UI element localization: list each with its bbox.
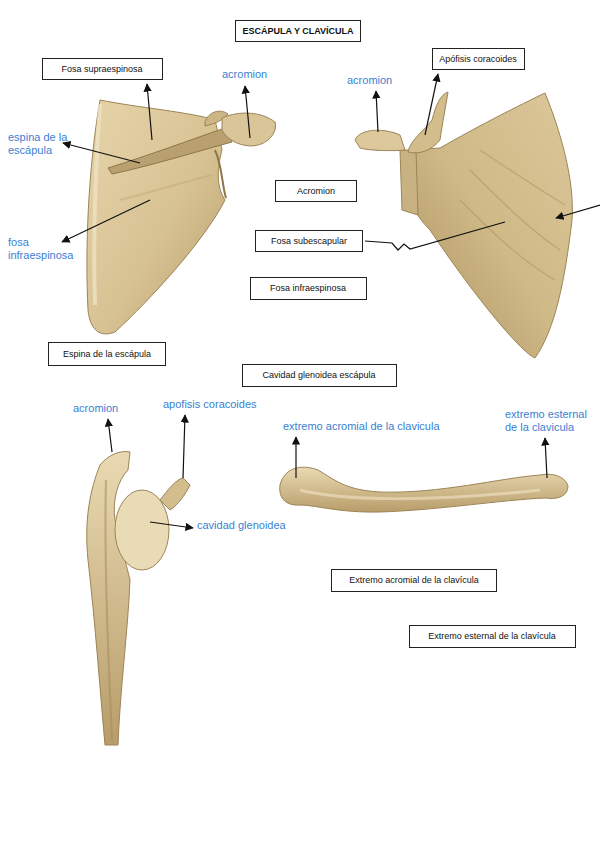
box-label: Cavidad glenoidea escápula bbox=[262, 370, 375, 380]
box-label: Fosa infraespinosa bbox=[270, 283, 346, 293]
label-box: Fosa subescapular bbox=[255, 230, 363, 252]
part-label: apofisis coracoides bbox=[163, 398, 257, 411]
box-label: Espina de la escápula bbox=[63, 349, 151, 359]
title-box: ESCÁPULA Y CLAVÍCULA bbox=[235, 20, 360, 42]
box-label: Extremo esternal de la clavícula bbox=[428, 631, 556, 641]
part-label: acromion bbox=[73, 402, 118, 415]
label-box: Fosa supraespinosa bbox=[42, 58, 163, 80]
scapula-anterior bbox=[355, 92, 572, 358]
part-label: espina de la escápula bbox=[8, 131, 68, 157]
part-label: extremo acromial de la clavicula bbox=[283, 420, 440, 433]
part-label: extremo esternal de la clavicula bbox=[505, 408, 593, 434]
part-label: acromion bbox=[347, 74, 392, 87]
box-label: Extremo acromial de la clavícula bbox=[349, 575, 479, 585]
part-label: acromion bbox=[222, 68, 267, 81]
part-label: fosa infraespinosa bbox=[8, 236, 83, 262]
box-label: Fosa subescapular bbox=[271, 236, 347, 246]
box-label: Apófisis coracoides bbox=[439, 54, 517, 64]
clavicle bbox=[280, 467, 568, 512]
label-box: Espina de la escápula bbox=[48, 342, 166, 366]
leader-lines bbox=[62, 74, 600, 528]
title-text: ESCÁPULA Y CLAVÍCULA bbox=[242, 26, 353, 36]
label-box: Extremo esternal de la clavícula bbox=[409, 625, 576, 648]
label-box: Cavidad glenoidea escápula bbox=[242, 364, 397, 387]
box-label: Fosa supraespinosa bbox=[61, 64, 142, 74]
box-label: Acromion bbox=[297, 186, 335, 196]
scapula-lateral bbox=[87, 452, 190, 745]
label-box: Extremo acromial de la clavícula bbox=[331, 569, 497, 592]
part-label: cavidad glenoidea bbox=[197, 519, 286, 532]
label-box: Fosa infraespinosa bbox=[250, 277, 367, 300]
label-box: Acromion bbox=[275, 180, 357, 202]
label-box: Apófisis coracoides bbox=[432, 48, 525, 70]
